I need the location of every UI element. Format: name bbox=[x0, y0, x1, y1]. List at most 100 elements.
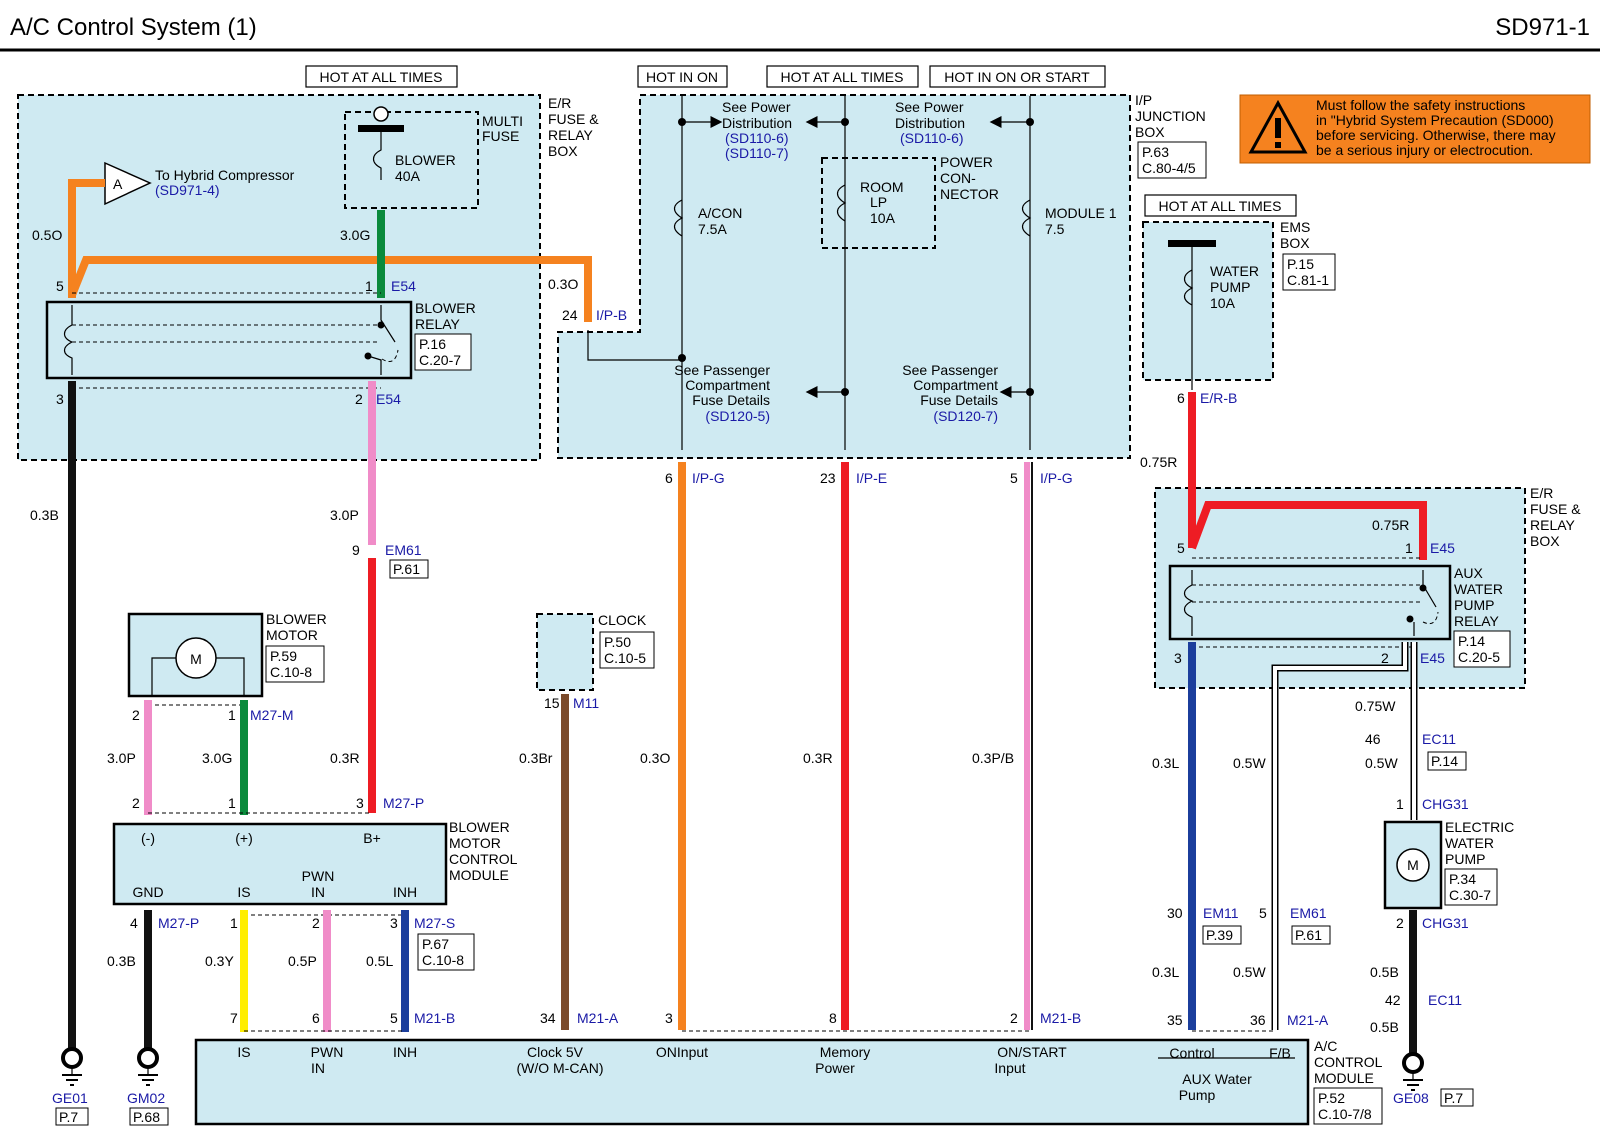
power-dist-ref-1: (SD110-6) bbox=[725, 130, 789, 146]
wire-label-3-0g-m: 3.0G bbox=[202, 750, 232, 766]
multi-fuse-label-2: FUSE bbox=[482, 128, 519, 144]
acm-label-1: A/C bbox=[1314, 1038, 1337, 1054]
connector-m27m: M27-M bbox=[250, 707, 294, 723]
connector-e45-bottom: E45 bbox=[1420, 650, 1445, 666]
er-box-label-4: BOX bbox=[548, 143, 578, 159]
bmcm-neg-label: (-) bbox=[141, 830, 155, 846]
blower-relay-switch bbox=[380, 305, 396, 343]
em61b-ref: P.61 bbox=[1295, 927, 1322, 943]
connector-chg31: CHG31 bbox=[1422, 796, 1469, 812]
blower-relay-label-2: RELAY bbox=[415, 316, 461, 332]
blower-motor-ref-2: C.10-8 bbox=[270, 664, 312, 680]
hot-at-all-times-label-3 bbox=[1144, 194, 1297, 217]
relay-pin-1: 1 bbox=[365, 278, 373, 294]
bmcm-label-4: MODULE bbox=[449, 867, 509, 883]
wire-label-0-5w-r: 0.5W bbox=[1365, 755, 1398, 771]
power-conn-label-3: NECTOR bbox=[940, 186, 999, 202]
blower-motor-ref-box bbox=[265, 645, 325, 683]
water-pump-fuse-symbol bbox=[1183, 269, 1194, 306]
connector-e54-top: E54 bbox=[391, 278, 416, 294]
warning-exclamation-bar bbox=[1275, 118, 1281, 138]
wire-0-5w-fb bbox=[1273, 642, 1407, 1030]
acm-pin-8: 8 bbox=[829, 1010, 837, 1026]
blower-motor-label-1: BLOWER bbox=[266, 611, 327, 627]
ems-box-label-1: EMS bbox=[1280, 219, 1310, 235]
water-pump-fuse-name-2: PUMP bbox=[1210, 279, 1250, 295]
bmcm-is-label: IS bbox=[237, 884, 250, 900]
power-conn-label-2: CON- bbox=[940, 170, 976, 186]
hot-at-all-times-text-3: HOT AT ALL TIMES bbox=[1159, 198, 1282, 214]
hot-in-on-text: HOT IN ON bbox=[646, 69, 718, 85]
blower-relay bbox=[45, 300, 413, 380]
room-fuse-name-2: LP bbox=[870, 194, 887, 210]
aux-relay-ref-2: C.20-5 bbox=[1458, 649, 1500, 665]
blower-motor-symbol: M bbox=[190, 651, 202, 667]
er-box-label-3: RELAY bbox=[548, 127, 594, 143]
wire-0-75r-loop bbox=[1188, 501, 1427, 560]
connector-m27p: M27-P bbox=[383, 795, 424, 811]
wire-label-0-5b-b: 0.5B bbox=[1370, 1019, 1399, 1035]
acm-ref-2: C.10-7/8 bbox=[1318, 1106, 1372, 1122]
pass-fuse-1-line-1: See Passenger bbox=[674, 362, 770, 378]
pin-2-chg31: 2 bbox=[1396, 915, 1404, 931]
wire-label-0-5p: 0.5P bbox=[288, 953, 317, 969]
aux-relay-label-4: RELAY bbox=[1454, 613, 1500, 629]
pin-24: 24 bbox=[562, 307, 578, 323]
ipb-acon-junction bbox=[678, 354, 686, 362]
aux-relay-pin-2: 2 bbox=[1381, 650, 1389, 666]
bmcm-ref-2: C.10-8 bbox=[422, 952, 464, 968]
pass-fuse-1-line-2: Compartment bbox=[685, 377, 770, 393]
module1-fuse-symbol bbox=[1021, 199, 1032, 237]
bmcm-pin-3: 3 bbox=[356, 795, 364, 811]
pin-6-ipg: 6 bbox=[665, 470, 673, 486]
water-pump-motor-icon bbox=[1396, 848, 1430, 882]
acm-pin-36: 36 bbox=[1250, 1012, 1266, 1028]
bmcm-pin-1-is: 1 bbox=[230, 915, 238, 931]
acm-label-3: MODULE bbox=[1314, 1070, 1374, 1086]
acm-label-2: CONTROL bbox=[1314, 1054, 1383, 1070]
em61-ref-box bbox=[389, 559, 429, 579]
aux-relay-label-2: WATER bbox=[1454, 581, 1503, 597]
ip-box-label-1: I/P bbox=[1135, 92, 1152, 108]
bmcm-pin-3-inh: 3 bbox=[390, 915, 398, 931]
em61-ref: P.61 bbox=[393, 561, 420, 577]
connector-e45-top: E45 bbox=[1430, 540, 1455, 556]
power-dist-dist-2: Distribution bbox=[895, 115, 965, 131]
aux-relay-pin-5: 5 bbox=[1177, 540, 1185, 556]
clock-ref-2: C.10-5 bbox=[604, 650, 646, 666]
bmcm-pin-1: 1 bbox=[228, 795, 236, 811]
wire-label-0-5b: 0.5B bbox=[1370, 964, 1399, 980]
pin-42: 42 bbox=[1385, 992, 1401, 1008]
blower-fuse-symbol bbox=[372, 132, 382, 180]
acm-ref-box bbox=[1313, 1087, 1383, 1125]
ge08-ref: P.7 bbox=[1444, 1090, 1463, 1106]
warning-line-4: be a serious injury or electrocution. bbox=[1316, 142, 1533, 158]
aux-relay-label-1: AUX bbox=[1454, 565, 1483, 581]
pass-fuse-2-line-2: Compartment bbox=[913, 377, 998, 393]
relay-pin-2: 2 bbox=[355, 391, 363, 407]
power-dist-see-2: See Power bbox=[895, 99, 964, 115]
ge01-ref: P.7 bbox=[59, 1109, 78, 1125]
acm-inh-label: INH bbox=[393, 1044, 417, 1060]
connector-em61: EM61 bbox=[385, 542, 422, 558]
connector-m27p-gnd: M27-P bbox=[158, 915, 199, 931]
bmcm-label-2: MOTOR bbox=[449, 835, 501, 851]
ewp-ref-2: C.30-7 bbox=[1449, 887, 1491, 903]
connector-m21a-left: M21-A bbox=[577, 1010, 619, 1026]
ip-box-ref-1: P.63 bbox=[1142, 144, 1169, 160]
motor-pin-2: 2 bbox=[132, 707, 140, 723]
power-dist-dist-1: Distribution bbox=[722, 115, 792, 131]
er-box2-label-1: E/R bbox=[1530, 485, 1553, 501]
ip-box-label-3: BOX bbox=[1135, 124, 1165, 140]
ground-ge08-label: GE08 bbox=[1393, 1090, 1429, 1106]
hot-in-on-or-start-label bbox=[929, 65, 1106, 88]
power-connector-box bbox=[821, 157, 936, 249]
wire-label-0-3o: 0.3O bbox=[548, 276, 578, 292]
multi-fuse-label-1: MULTI bbox=[482, 113, 523, 129]
pass-fuse-1-ref: (SD120-5) bbox=[705, 408, 770, 424]
relay-pin-5: 5 bbox=[56, 278, 64, 294]
acm-pwn-label: PWN bbox=[311, 1044, 344, 1060]
warning-line-1: Must follow the safety instructions bbox=[1316, 97, 1525, 113]
gm02-ref-box bbox=[129, 1107, 169, 1126]
wire-label-0-5l: 0.5L bbox=[366, 953, 393, 969]
